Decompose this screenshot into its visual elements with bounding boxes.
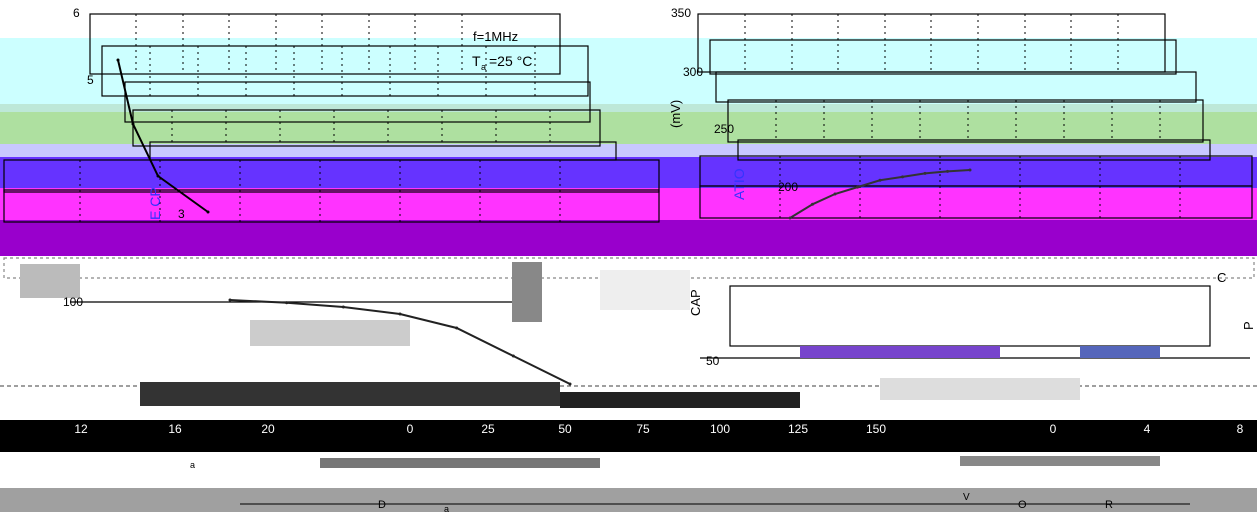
chart-3-series-point — [856, 185, 859, 189]
chart-1-series-point — [131, 122, 135, 126]
chart-3-xtick-4: 4 — [1144, 422, 1151, 436]
chart-1-temp-value: =25 °C — [489, 53, 532, 69]
chart-3-series-point — [946, 169, 949, 173]
chart-3-frames — [697, 13, 1253, 219]
chart-3-xtick-8: 8 — [1237, 422, 1244, 436]
chart-2: 100 12 16 20 0 25 50 75 100 125 150 0 4 … — [0, 257, 1257, 470]
chart-2-xtick-100: 100 — [710, 422, 730, 436]
chart-3-ytick-50: 50 — [706, 354, 720, 368]
chart-3-series-point — [878, 178, 882, 182]
chart-1-series-point — [116, 58, 120, 62]
chart-3-series-point — [833, 192, 837, 196]
chart-1: 6 5 3 f=1MHz T a =25 °C E CP — [3, 6, 660, 223]
band-lavender — [0, 144, 1257, 158]
chart-3-xtick-0: 0 — [1050, 422, 1057, 436]
footer-label-o: O — [1018, 499, 1027, 511]
chart-2-series — [228, 298, 572, 386]
chart-2-xtick-125: 125 — [788, 422, 808, 436]
chart-2-series-point — [285, 301, 289, 305]
footer-label-d: D — [378, 499, 386, 511]
chart-3-side-label-p: P — [1241, 321, 1256, 330]
chart-1-frames — [3, 13, 660, 223]
chart-2-series-point — [228, 298, 232, 302]
chart-1-ylabel-fragment: E CP — [147, 187, 163, 220]
chart-1-temp-subscript: a — [481, 62, 486, 72]
band-purple — [0, 220, 1257, 256]
chart-3-ytick-300: 300 — [683, 65, 703, 79]
band-magenta — [0, 188, 1257, 220]
chart-2-xlabel-fragment: a — [190, 460, 195, 470]
chart-3-ytick-250: 250 — [714, 122, 734, 136]
footer: D a V O R — [240, 492, 1190, 514]
chart-2-ytick-100: 100 — [63, 295, 83, 309]
chart-1-ytick-6: 6 — [73, 6, 80, 20]
chart-1-xtick-20: 20 — [261, 422, 275, 436]
chart-3: 350 300 250 200 50 (mV) ATIO CAP C P — [668, 6, 1256, 368]
chart-3-ytick-350: 350 — [671, 6, 691, 20]
chart-3-series-point — [811, 202, 814, 206]
chart-1-temp-symbol: T — [472, 53, 481, 69]
chart-2-xtick-labels: 12 16 20 0 25 50 75 100 125 150 0 4 8 — [74, 422, 1243, 436]
chart-1-xtick-16: 16 — [168, 422, 182, 436]
band-black — [0, 420, 1257, 452]
footer-label-a: a — [444, 504, 449, 514]
chart-2-glitch-blocks — [20, 262, 1160, 468]
chart-2-series-point — [511, 354, 515, 358]
chart-3-series — [788, 168, 972, 220]
band-blue-violet — [0, 157, 1257, 189]
chart-2-xtick-150: 150 — [866, 422, 886, 436]
footer-label-r: R — [1105, 499, 1113, 511]
band-pale — [0, 104, 1257, 114]
chart-2-xtick-0: 0 — [407, 422, 414, 436]
chart-3-side-label-cap: CAP — [688, 289, 703, 316]
chart-3-side-label-ratio: ATIO — [731, 168, 747, 200]
chart-2-series-point — [568, 382, 572, 386]
chart-3-ytick-200: 200 — [778, 180, 798, 194]
chart-3-series-point — [968, 168, 972, 172]
band-grey-bottom — [0, 488, 1257, 512]
chart-3-series-point — [788, 216, 792, 220]
chart-1-frequency-note: f=1MHz — [473, 29, 518, 44]
footer-label-v: V — [963, 492, 970, 503]
chart-2-xtick-75: 75 — [636, 422, 650, 436]
chart-3-gridlines — [744, 14, 1181, 218]
chart-1-gridlines — [79, 14, 561, 222]
chart-3-series-point — [923, 171, 927, 175]
chart-2-xtick-25: 25 — [481, 422, 495, 436]
chart-1-tick-labels: 6 5 3 — [73, 6, 185, 221]
chart-1-series — [116, 58, 210, 214]
chart-2-series-point — [398, 312, 402, 316]
chart-3-series-point — [901, 175, 904, 179]
chart-1-ytick-5: 5 — [87, 73, 94, 87]
chart-2-series-point — [341, 305, 345, 309]
chart-1-series-point — [206, 210, 210, 214]
chart-2-series-point — [455, 326, 459, 330]
chart-1-xtick-12: 12 — [74, 422, 88, 436]
chart-1-annotation: f=1MHz T a =25 °C — [472, 29, 532, 72]
chart-1-series-point — [156, 174, 160, 178]
band-green — [0, 112, 1257, 144]
chart-3-series-line — [789, 169, 971, 219]
chart-1-ytick-3: 3 — [178, 207, 185, 221]
chart-1-series-line — [117, 59, 209, 213]
chart-3-ylabel-fragment: (mV) — [668, 100, 683, 128]
chart-2-xtick-50: 50 — [558, 422, 572, 436]
